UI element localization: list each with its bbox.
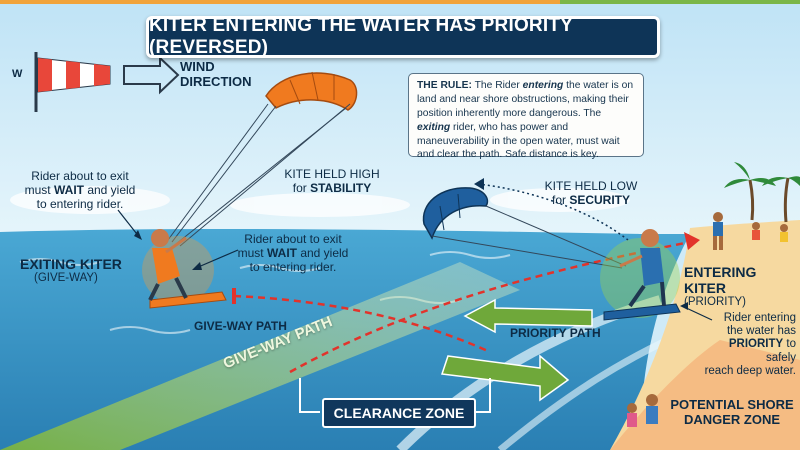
orange-kite-icon bbox=[265, 71, 358, 111]
give-way-path-line bbox=[233, 294, 491, 354]
exiting-kiter-icon bbox=[142, 229, 227, 309]
entering-note-line1: Rider entering bbox=[723, 312, 796, 324]
left-note-post: and yield bbox=[83, 182, 136, 197]
entering-kiter-icon bbox=[600, 229, 681, 321]
center-exit-note: Rider about to exit must WAIT and yield … bbox=[228, 232, 358, 274]
top-strip bbox=[0, 0, 800, 4]
beach-people bbox=[627, 212, 788, 427]
compass-letter: W bbox=[12, 68, 23, 80]
entering-note: Rider entering the water has PRIORITY to… bbox=[702, 312, 796, 378]
entering-note-line2: the water has bbox=[726, 325, 796, 338]
kite-low-bold: SECURITY bbox=[569, 192, 631, 207]
entering-kiter-title: ENTERING KITER bbox=[684, 264, 757, 297]
kite-high-bold: STABILITY bbox=[310, 180, 372, 195]
rule-lead: THE RULE: bbox=[417, 80, 472, 91]
kite-low-label: KITE HELD LOW for SECURITY bbox=[536, 179, 646, 208]
exiting-kiter-label: EXITING KITER (GIVE-WAY) bbox=[20, 256, 122, 285]
danger-zone-line2: DANGER ZONE bbox=[683, 411, 781, 427]
orange-kite-lines bbox=[167, 103, 351, 247]
entering-path-line bbox=[289, 240, 691, 374]
give-way-band bbox=[0, 262, 520, 450]
windsock-icon bbox=[34, 52, 111, 112]
entering-note-line4: reach deep water. bbox=[704, 364, 796, 377]
entering-path-arrowhead bbox=[684, 232, 700, 250]
kite-low-pre: for bbox=[551, 192, 570, 207]
entering-kiter-label: ENTERING KITER (PRIORITY) bbox=[684, 264, 800, 309]
entering-note-post: to safely bbox=[765, 338, 796, 364]
rule-box: THE RULE: The Rider entering the water i… bbox=[408, 73, 644, 160]
kite-high-pre: for bbox=[292, 180, 311, 195]
rule-text-3: rider, who has power and maneuverability… bbox=[417, 121, 620, 161]
kite-high-line1: KITE HELD HIGH bbox=[284, 167, 380, 181]
top-strip-right bbox=[560, 0, 800, 4]
center-note-pre: must bbox=[237, 245, 267, 260]
rule-text-1: The Rider bbox=[471, 80, 523, 91]
wind-arrow-icon bbox=[123, 55, 180, 95]
rule-text-2: the water is on land and near shore obst… bbox=[417, 80, 634, 119]
give-way-path-label: GIVE-WAY PATH bbox=[194, 319, 287, 333]
left-exit-note: Rider about to exit must WAIT and yield … bbox=[6, 169, 154, 211]
left-note-line1: Rider about to exit bbox=[31, 169, 129, 183]
danger-zone-line1: POTENTIAL SHORE bbox=[670, 397, 794, 412]
clearance-zone-label: CLEARANCE ZONE bbox=[333, 405, 465, 421]
center-note-line3: to entering rider. bbox=[249, 259, 337, 274]
priority-path-arrow bbox=[463, 298, 593, 334]
clouds bbox=[10, 186, 630, 217]
wind-label-line1: WIND bbox=[180, 59, 215, 74]
palm-leaves bbox=[724, 162, 800, 188]
left-note-pre: must bbox=[24, 182, 54, 197]
give-way-path-stop bbox=[232, 288, 236, 304]
title-banner: KITER ENTERING THE WATER HAS PRIORITY (R… bbox=[146, 15, 660, 58]
clearance-zone-box: CLEARANCE ZONE bbox=[322, 398, 476, 428]
wind-label-line2: DIRECTION bbox=[180, 73, 252, 89]
entering-kiter-sub: (PRIORITY) bbox=[684, 296, 746, 309]
left-note-bold: WAIT bbox=[53, 182, 84, 197]
left-note-line3: to entering rider. bbox=[36, 196, 124, 211]
page-title: KITER ENTERING THE WATER HAS PRIORITY (R… bbox=[149, 15, 573, 58]
wind-direction-label: WIND DIRECTION bbox=[180, 59, 252, 90]
palm-trees bbox=[748, 177, 790, 223]
center-note-line1: Rider about to exit bbox=[244, 232, 342, 246]
center-note-post: and yield bbox=[296, 245, 349, 260]
band-arrow bbox=[440, 354, 570, 402]
exiting-kiter-title: EXITING KITER bbox=[20, 256, 122, 272]
kite-low-line1: KITE HELD LOW bbox=[544, 179, 638, 193]
priority-path-label: PRIORITY PATH bbox=[510, 326, 601, 340]
blue-kite-lines bbox=[431, 205, 627, 269]
blue-kite-icon bbox=[422, 187, 489, 240]
entering-note-bold: PRIORITY bbox=[728, 338, 784, 351]
exiting-kiter-sub: (GIVE-WAY) bbox=[34, 272, 98, 285]
rule-emph-exiting: exiting bbox=[417, 121, 451, 133]
center-note-bold: WAIT bbox=[266, 245, 297, 260]
rule-emph-entering: entering bbox=[522, 80, 564, 91]
clearance-bracket bbox=[299, 378, 491, 413]
kite-high-label: KITE HELD HIGH for STABILITY bbox=[272, 167, 392, 196]
danger-zone-label: POTENTIAL SHORE DANGER ZONE bbox=[664, 397, 800, 428]
